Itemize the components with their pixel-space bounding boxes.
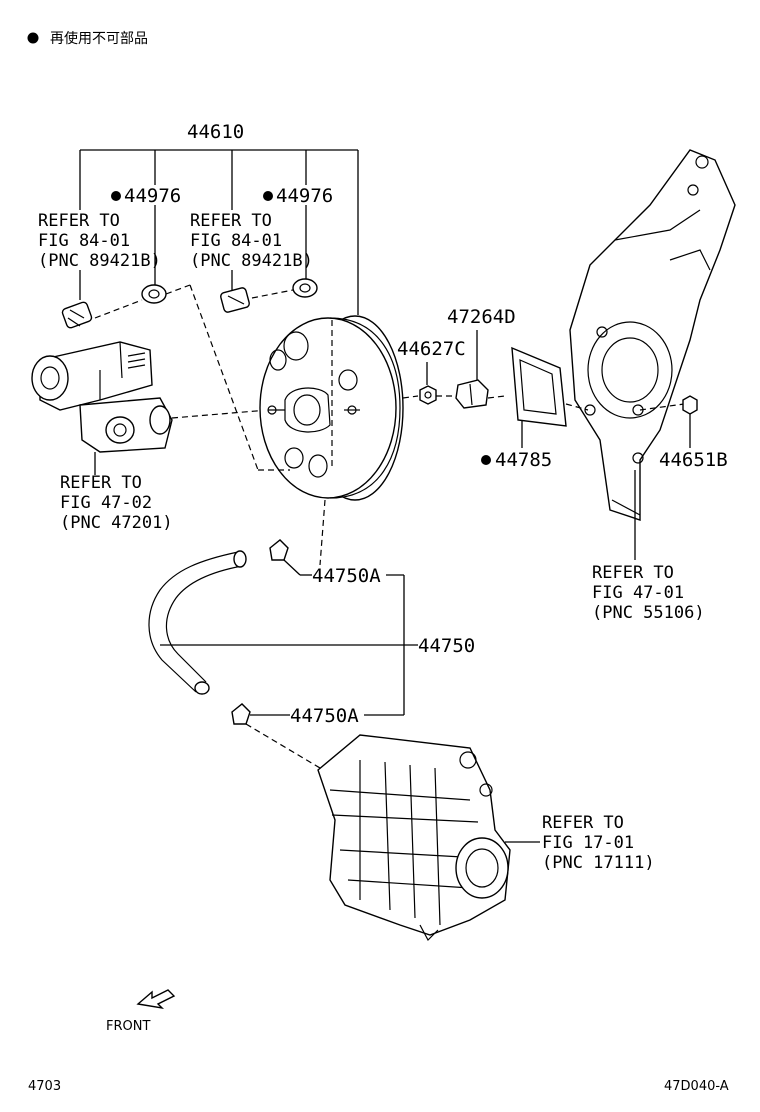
svg-text:(PNC 55106): (PNC 55106) [592, 603, 705, 623]
ref-fig-47-01[interactable]: REFER TO FIG 47-01 (PNC 55106) [592, 563, 705, 623]
svg-text:(PNC 17111): (PNC 17111) [542, 853, 655, 873]
grommet-right-drawing [292, 278, 318, 298]
svg-text:REFER TO: REFER TO [60, 473, 142, 493]
master-cylinder-drawing [31, 341, 173, 453]
part-label-44750A-bottom[interactable]: 44750A [290, 705, 359, 727]
pedal-bracket-drawing [569, 149, 736, 521]
part-label-47264D[interactable]: 47264D [447, 306, 516, 328]
part-label-44651B[interactable]: 44651B [659, 449, 728, 471]
legend-text: 再使用不可部品 [50, 30, 148, 47]
front-arrow-icon [136, 989, 176, 1010]
gasket-44785-drawing [511, 346, 567, 427]
svg-text:FIG 47-02: FIG 47-02 [60, 493, 152, 513]
grommet-left-drawing [141, 284, 167, 304]
clamp-44750A-bottom-drawing [231, 703, 251, 725]
intake-manifold-drawing [317, 734, 511, 941]
svg-text:FIG 84-01: FIG 84-01 [190, 231, 282, 251]
clip-left-drawing [61, 301, 93, 329]
ref-fig-84-01-right[interactable]: REFER TO FIG 84-01 (PNC 89421B) [190, 211, 313, 271]
part-label-44627C[interactable]: 44627C [397, 338, 466, 360]
svg-text:(PNC 89421B): (PNC 89421B) [190, 251, 313, 271]
ref-fig-17-01[interactable]: REFER TO FIG 17-01 (PNC 17111) [542, 813, 655, 873]
part-label-44785[interactable]: 44785 [495, 449, 552, 471]
nut-44651B-drawing [682, 395, 698, 415]
ref-fig-84-01-left[interactable]: REFER TO FIG 84-01 (PNC 89421B) [38, 211, 161, 271]
brake-booster-drawing [259, 315, 404, 501]
nut-44627C-drawing [419, 385, 437, 405]
svg-text:REFER TO: REFER TO [542, 813, 624, 833]
part-label-44750[interactable]: 44750 [418, 635, 475, 657]
page-code: 4703 [28, 1079, 61, 1094]
part-label-44610[interactable]: 44610 [187, 121, 244, 143]
vacuum-hose-drawing [148, 550, 247, 695]
svg-text:REFER TO: REFER TO [592, 563, 674, 583]
non-reusable-bullet-icon [111, 191, 121, 201]
svg-text:(PNC 47201): (PNC 47201) [60, 513, 173, 533]
svg-text:FIG 84-01: FIG 84-01 [38, 231, 130, 251]
non-reusable-bullet-icon [263, 191, 273, 201]
svg-text:REFER TO: REFER TO [38, 211, 120, 231]
figure-code: 47D040-A [664, 1079, 729, 1094]
part-label-44976-left[interactable]: 44976 [124, 185, 181, 207]
svg-text:FIG 17-01: FIG 17-01 [542, 833, 634, 853]
front-label: FRONT [106, 1019, 150, 1034]
svg-text:REFER TO: REFER TO [190, 211, 272, 231]
part-label-44976-right[interactable]: 44976 [276, 185, 333, 207]
svg-text:FIG 47-01: FIG 47-01 [592, 583, 684, 603]
legend-bullet-icon [27, 32, 39, 44]
clamp-44750A-top-drawing [269, 539, 289, 561]
ref-fig-47-02[interactable]: REFER TO FIG 47-02 (PNC 47201) [60, 473, 173, 533]
clip-right-drawing [220, 287, 250, 313]
part-label-44750A-top[interactable]: 44750A [312, 565, 381, 587]
non-reusable-bullet-icon [481, 455, 491, 465]
leader-lines-44610 [79, 149, 359, 315]
svg-text:(PNC 89421B): (PNC 89421B) [38, 251, 161, 271]
bracket-47264D-drawing [455, 379, 489, 409]
